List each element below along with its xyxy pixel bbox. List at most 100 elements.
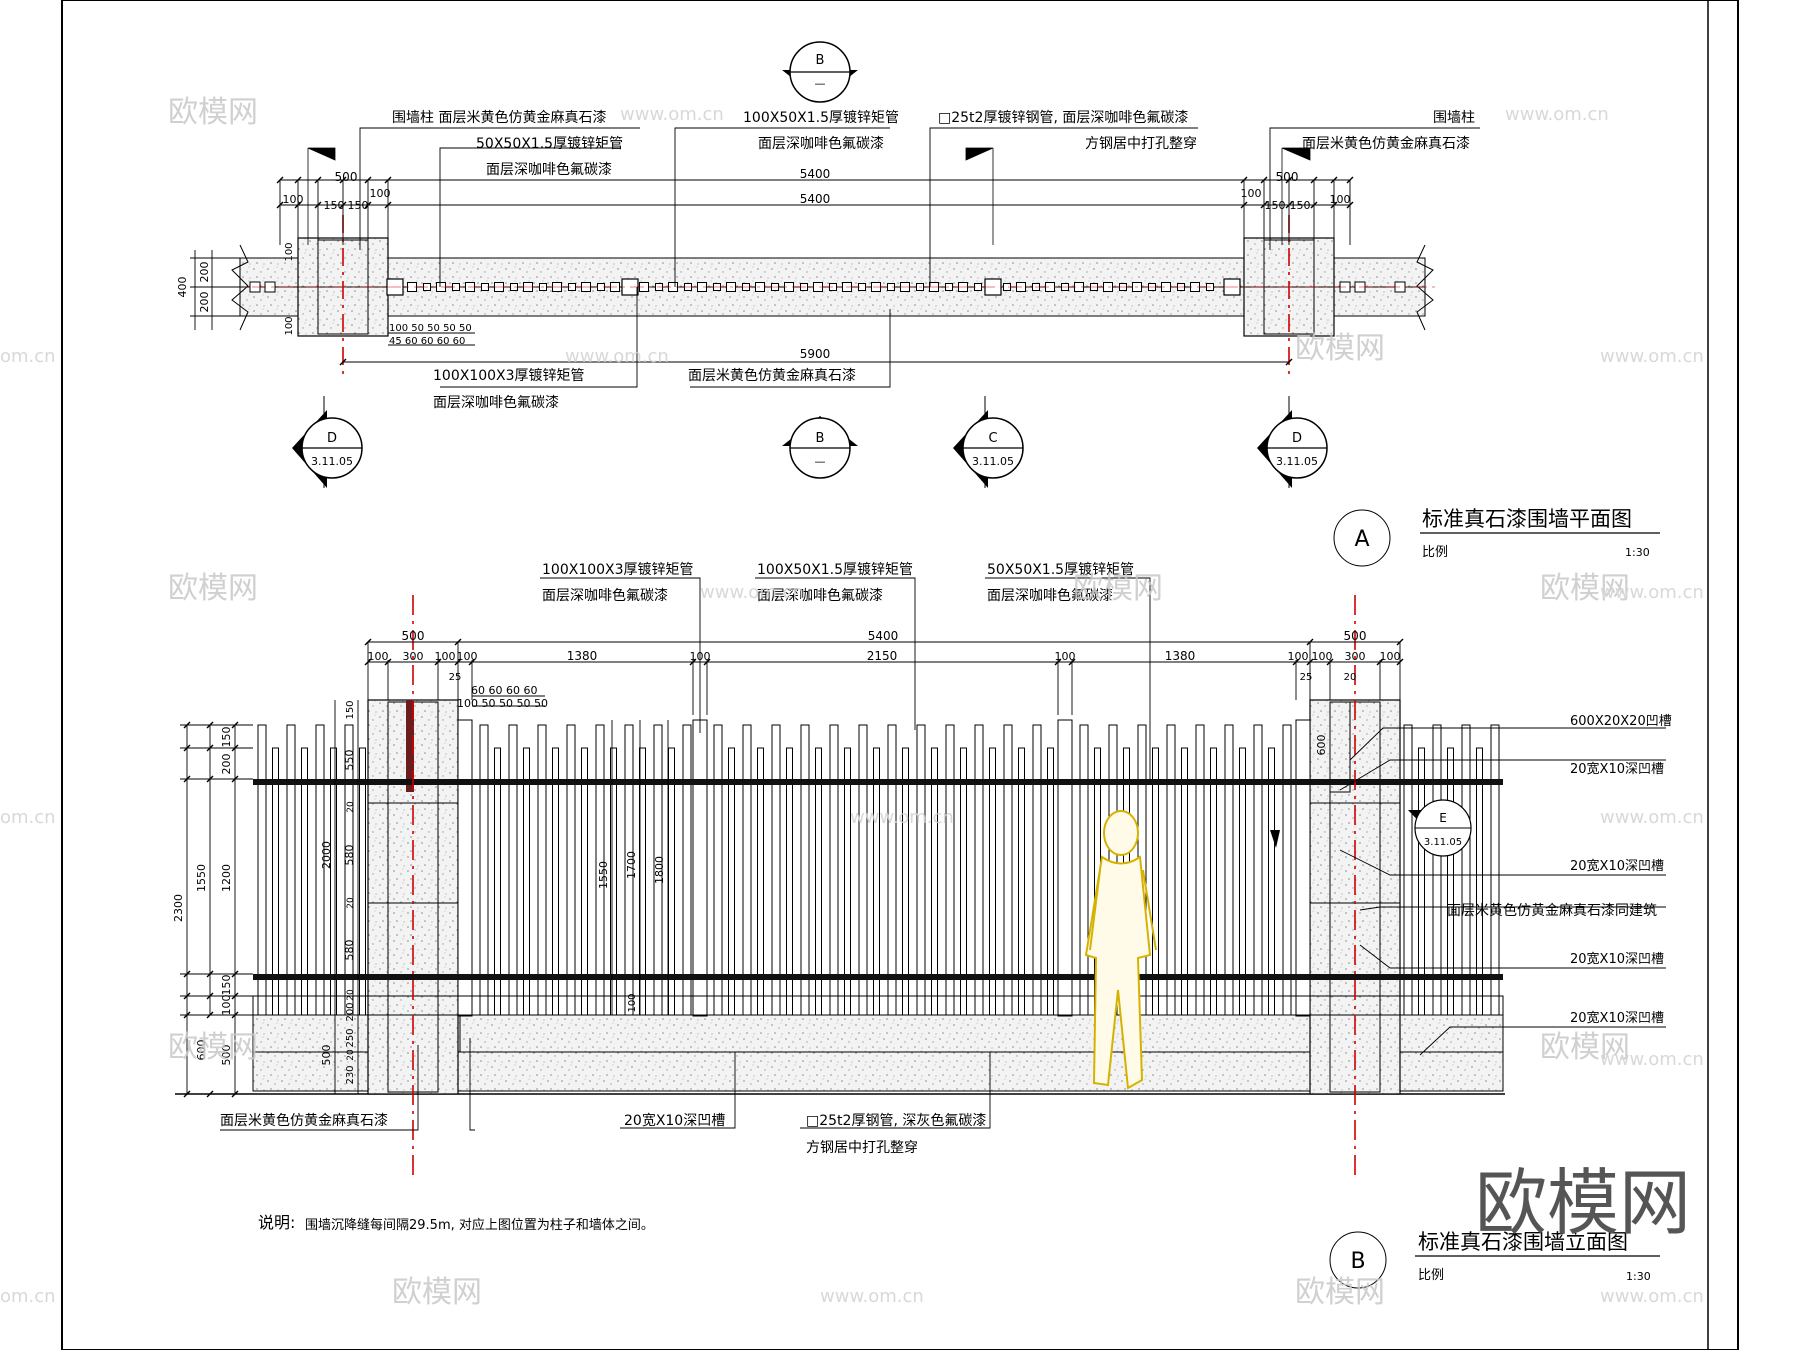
elevation-title: 标准真石漆围墙立面图 <box>1418 1230 1628 1254</box>
callout-groove-1: 20宽X10深凹槽 <box>1570 761 1664 777</box>
svg-text:1380: 1380 <box>567 649 598 663</box>
svg-text:150: 150 <box>220 727 233 748</box>
callout-e-tube100-1: 100X100X3厚镀锌矩管 <box>542 561 694 578</box>
fence-picket <box>974 724 984 1016</box>
callout-tube100-2: 面层深咖啡色氟碳漆 <box>433 394 559 411</box>
fence-picket <box>1003 724 1013 1016</box>
svg-text:—: — <box>815 455 826 468</box>
section-marker-e: E 3.11.05 <box>1408 799 1472 857</box>
svg-text:100: 100 <box>1055 650 1076 663</box>
svg-text:300: 300 <box>403 650 424 663</box>
watermark-url: www.om.cn <box>1505 104 1609 125</box>
svg-text:500: 500 <box>220 1045 233 1066</box>
fence-picket <box>771 724 781 1016</box>
svg-text:20: 20 <box>346 989 356 1001</box>
svg-text:D: D <box>1292 431 1302 446</box>
watermark-big: 欧模网 <box>1475 1161 1691 1245</box>
callout-groove600: 600X20X20凹槽 <box>1570 714 1672 729</box>
svg-text:150: 150 <box>220 975 233 996</box>
svg-text:25: 25 <box>1300 672 1313 683</box>
section-marker-c: C3.11.05 <box>953 396 1024 488</box>
callout-pillar-right-2: 面层米黄色仿黄金麻真石漆 <box>1302 135 1470 152</box>
svg-text:20: 20 <box>346 897 356 909</box>
callout-tube50-1: 50X50X1.5厚镀锌矩管 <box>476 135 623 152</box>
svg-text:200: 200 <box>198 262 211 283</box>
svg-text:200: 200 <box>198 292 211 313</box>
fence-picket <box>742 724 752 1016</box>
watermark-brand: 欧模网 <box>1295 1275 1385 1310</box>
watermark-url: www.om.cn <box>1600 582 1704 603</box>
svg-text:500: 500 <box>320 1045 333 1066</box>
svg-text:5400: 5400 <box>868 629 899 643</box>
callout-e-tube100x50-2: 面层深咖啡色氟碳漆 <box>757 587 883 604</box>
plan-title-block: A 标准真石漆围墙平面图 比例 1:30 <box>1333 507 1660 567</box>
fence-picket <box>1253 724 1263 1016</box>
svg-text:3.11.05: 3.11.05 <box>1276 455 1318 468</box>
callout-pipe25-2: 方钢居中打孔整穿 <box>1085 135 1197 152</box>
fence-picket <box>537 724 547 1016</box>
watermark-url: www.om.cn <box>700 582 804 603</box>
callout-groove-2: 20宽X10深凹槽 <box>1570 858 1664 874</box>
svg-text:200: 200 <box>220 754 233 775</box>
watermark-url: om.cn <box>0 807 56 828</box>
svg-text:—: — <box>815 77 826 90</box>
svg-text:B: B <box>816 431 825 446</box>
svg-text:45 60 60 60 60: 45 60 60 60 60 <box>389 336 465 347</box>
watermark-url: www.om.cn <box>1600 346 1704 367</box>
fence-picket <box>1166 724 1176 1016</box>
svg-text:60 60 60 60: 60 60 60 60 <box>471 684 537 697</box>
svg-text:100: 100 <box>1241 187 1262 200</box>
svg-text:E: E <box>1439 811 1447 825</box>
svg-text:20: 20 <box>346 801 356 813</box>
fence-picket <box>858 724 868 1016</box>
note-text: 围墙沉降缝每间隔29.5m, 对应上图位置为柱子和墙体之间。 <box>305 1217 654 1233</box>
fence-picket <box>1224 724 1234 1016</box>
watermark-url: om.cn <box>0 1286 56 1307</box>
watermark-brand: 欧模网 <box>1540 571 1630 606</box>
elev-rails <box>253 779 1503 980</box>
fence-picket <box>829 724 839 1016</box>
watermark-brand: 欧模网 <box>392 1275 482 1310</box>
dim-500-right: 500 <box>1276 170 1299 184</box>
svg-text:600: 600 <box>195 1040 208 1061</box>
svg-text:150: 150 <box>348 199 369 212</box>
watermark-brand: 欧模网 <box>1073 571 1163 606</box>
callout-wall: 面层米黄色仿黄金麻真石漆 <box>688 367 856 384</box>
section-marker-d: D 3.11.05 <box>1257 396 1328 488</box>
svg-text:1550: 1550 <box>597 861 610 889</box>
dim-5900: 5900 <box>800 347 831 361</box>
callout-bottom-pipe-1: □25t2厚钢管, 深灰色氟碳漆 <box>806 1112 986 1129</box>
fence-picket <box>1282 724 1292 1016</box>
svg-text:25: 25 <box>449 672 462 683</box>
watermark-brand: 欧模网 <box>168 571 258 606</box>
svg-text:3.11.05: 3.11.05 <box>311 455 353 468</box>
svg-text:100: 100 <box>1312 650 1333 663</box>
section-marker-b-top: B — <box>782 41 858 103</box>
svg-text:3.11.05: 3.11.05 <box>972 455 1014 468</box>
watermark-url: www.om.cn <box>1600 807 1704 828</box>
svg-text:100: 100 <box>1330 193 1351 206</box>
svg-text:250: 250 <box>345 1028 356 1047</box>
callout-tube50-2: 面层深咖啡色氟碳漆 <box>486 161 612 178</box>
watermark-url: om.cn <box>0 346 56 367</box>
svg-text:3.11.05: 3.11.05 <box>1424 837 1462 848</box>
svg-text:100: 100 <box>1380 650 1401 663</box>
watermark-url: www.om.cn <box>1600 1286 1704 1307</box>
watermark-url: www.om.cn <box>1600 1049 1704 1070</box>
fence-picket <box>566 724 576 1016</box>
svg-text:100: 100 <box>457 650 478 663</box>
fence-picket <box>682 724 692 1016</box>
elevation-scale-label: 比例 <box>1418 1268 1444 1283</box>
svg-text:230: 230 <box>345 1065 356 1084</box>
svg-text:100: 100 <box>627 993 638 1012</box>
svg-text:100 50 50 50 50: 100 50 50 50 50 <box>457 697 548 710</box>
callout-groove-3: 20宽X10深凹槽 <box>1570 951 1664 967</box>
callout-e-tube100-2: 面层深咖啡色氟碳漆 <box>542 587 668 604</box>
fence-picket <box>713 724 723 1016</box>
dim-5400-b: 5400 <box>800 192 831 206</box>
svg-text:100: 100 <box>1288 650 1309 663</box>
fence-picket <box>945 724 955 1016</box>
svg-text:580: 580 <box>343 845 356 866</box>
section-markers: D 3.11.05 B — C3.11.05 D 3.11.05 <box>292 396 1328 488</box>
